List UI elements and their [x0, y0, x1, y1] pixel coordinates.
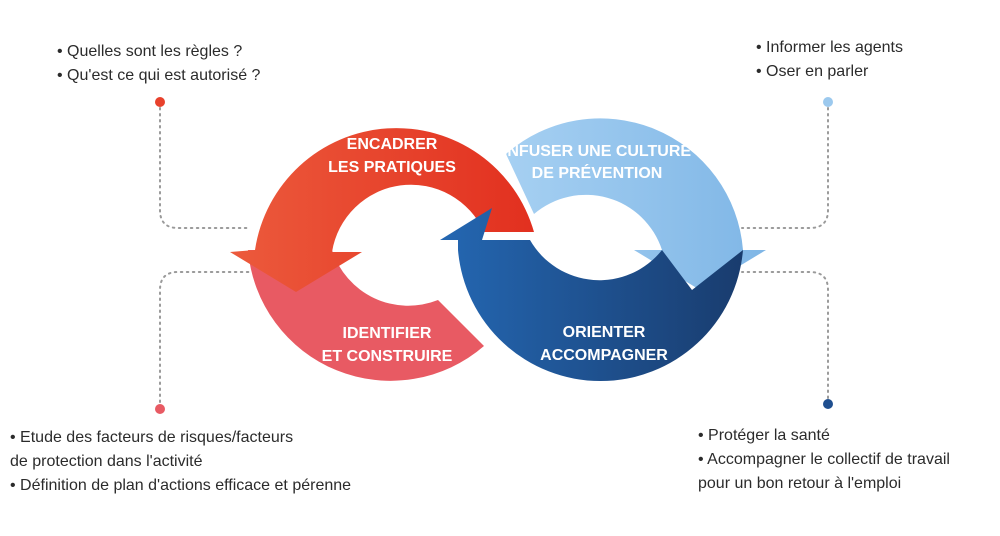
connector-top-left	[159, 101, 251, 229]
dot-bottom-right	[823, 399, 833, 409]
note-line: • Protéger la santé	[698, 427, 830, 444]
note-line: • Informer les agents	[756, 39, 903, 56]
note-line: • Définition de plan d'actions efficace …	[10, 477, 352, 494]
note-line: • Etude des facteurs de risques/facteurs	[10, 429, 294, 446]
note-bottom-left: • Etude des facteurs de risques/facteurs…	[10, 426, 351, 498]
dot-top-right	[823, 97, 833, 107]
segment-bottom-right	[440, 208, 743, 382]
note-line: • Qu'est ce qui est autorisé ?	[57, 67, 261, 84]
note-line: • Oser en parler	[756, 63, 869, 80]
note-top-left: • Quelles sont les règles ? • Qu'est ce …	[57, 40, 260, 88]
connector-bottom-right	[741, 271, 829, 405]
dot-bottom-left	[155, 404, 165, 414]
note-line: de protection dans l'activité	[10, 453, 203, 470]
segment-top-left	[230, 128, 534, 292]
note-bottom-right: • Protéger la santé • Accompagner le col…	[698, 424, 950, 496]
label-bottom-left-1: IDENTIFIER	[343, 325, 432, 342]
note-top-right: • Informer les agents • Oser en parler	[756, 36, 903, 84]
dot-top-left	[155, 97, 165, 107]
label-bottom-right-1: ORIENTER	[563, 324, 646, 341]
note-line: • Quelles sont les règles ?	[57, 43, 243, 60]
connectors	[159, 101, 829, 409]
connector-top-right	[741, 101, 829, 229]
label-top-right-2: DE PRÉVENTION	[532, 163, 663, 182]
label-top-left-1: ENCADRER	[347, 136, 438, 153]
label-bottom-left-2: ET CONSTRUIRE	[322, 348, 453, 365]
connector-bottom-left	[159, 271, 251, 409]
segment-top-right	[506, 118, 766, 290]
label-top-left-2: LES PRATIQUES	[328, 159, 456, 176]
note-line: pour un bon retour à l'emploi	[698, 475, 902, 492]
label-bottom-right-2: ACCOMPAGNER	[540, 347, 668, 364]
label-top-right-1: INFUSER UNE CULTURE	[503, 143, 691, 160]
note-line: • Accompagner le collectif de travail	[698, 451, 950, 468]
